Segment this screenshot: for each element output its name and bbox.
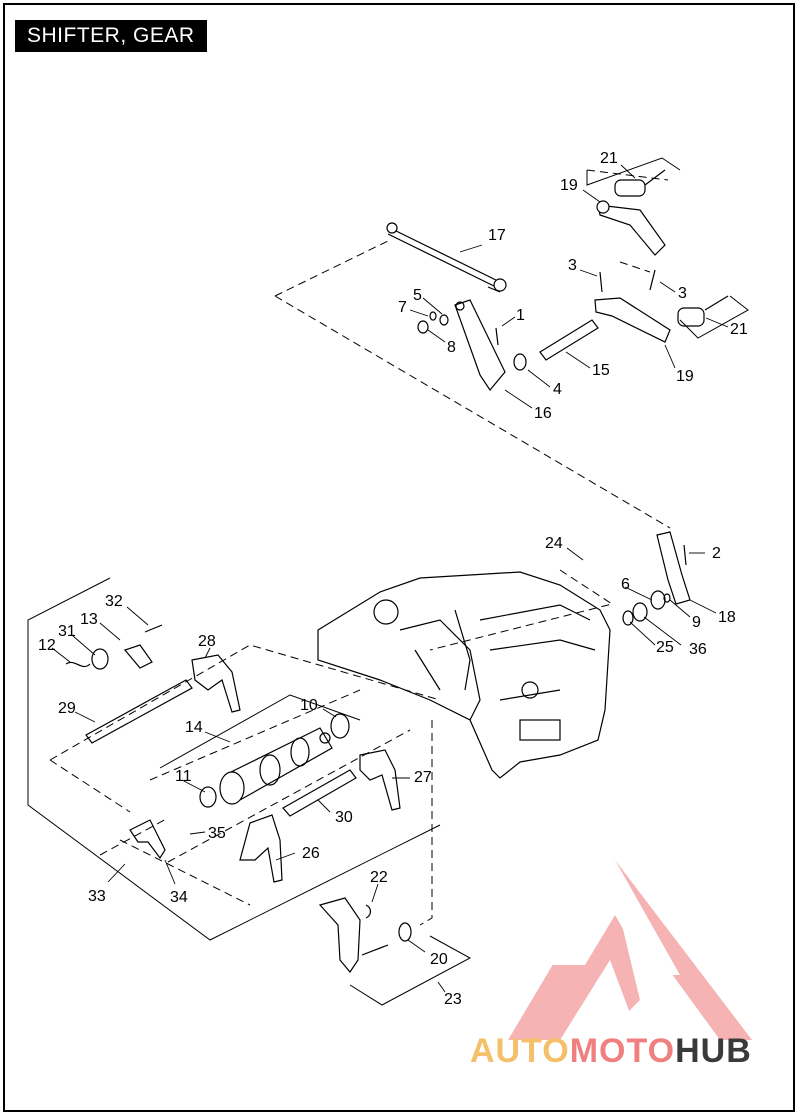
- callout-16: 16: [534, 405, 552, 422]
- watermark-text: AUTOMOTOHUB: [470, 1032, 752, 1071]
- callout-36: 36: [689, 641, 707, 658]
- callout-28: 28: [198, 633, 216, 650]
- callout-9: 9: [692, 614, 701, 631]
- shift-lever-rear: [454, 299, 506, 392]
- shift-fork-26: [239, 814, 283, 883]
- callout-29: 29: [58, 700, 76, 717]
- callout-14: 14: [185, 719, 203, 736]
- retaining-rings: [199, 713, 350, 808]
- shift-pawl-assembly: [318, 897, 412, 974]
- callout-19a: 19: [560, 177, 578, 194]
- callout-21a: 21: [600, 150, 618, 167]
- page-title: SHIFTER, GEAR: [15, 20, 207, 52]
- washers-upper: [417, 311, 449, 334]
- shift-peg-arm-lower: [594, 297, 671, 343]
- callout-33: 33: [88, 888, 106, 905]
- callout-24: 24: [545, 535, 563, 552]
- page-frame: [3, 3, 795, 1112]
- watermark-part-hub: HUB: [675, 1032, 752, 1070]
- leader-lines: [51, 164, 729, 993]
- seals-bushings: [622, 590, 671, 626]
- callout-11: 11: [175, 768, 192, 785]
- callout-2: 2: [712, 545, 721, 562]
- callout-22: 22: [370, 869, 388, 886]
- callout-3a: 3: [568, 257, 577, 274]
- shift-peg-rubber: [614, 169, 729, 327]
- fork-rod-29: [85, 679, 193, 744]
- callout-10: 10: [300, 697, 318, 714]
- callout-21b: 21: [730, 321, 748, 338]
- callout-31: 31: [58, 623, 76, 640]
- callout-32: 32: [105, 593, 123, 610]
- callout-5: 5: [413, 287, 422, 304]
- callout-15: 15: [592, 362, 610, 379]
- shift-drum: [219, 727, 333, 805]
- group-brackets: [27, 157, 749, 1006]
- shift-linkage-rod: [386, 222, 507, 292]
- callout-19b: 19: [676, 368, 694, 385]
- callout-34: 34: [170, 889, 188, 906]
- callout-1: 1: [516, 307, 525, 324]
- watermark-part-auto: AUTO: [470, 1032, 570, 1070]
- shift-shaft: [513, 319, 599, 371]
- callout-6: 6: [621, 576, 630, 593]
- fork-rod-30: [282, 769, 357, 817]
- callout-3b: 3: [678, 285, 687, 302]
- bolts-upper: [487, 269, 656, 346]
- callout-8: 8: [447, 339, 456, 356]
- shift-peg-arm-upper: [596, 200, 666, 256]
- shift-fork-27: [359, 749, 401, 811]
- callout-30: 30: [335, 809, 353, 826]
- callout-4: 4: [553, 381, 562, 398]
- drum-detent-arm: [129, 819, 166, 860]
- reference-lines: [49, 169, 671, 926]
- callout-18: 18: [718, 609, 736, 626]
- watermark-part-moto: MOTO: [569, 1032, 676, 1070]
- callout-23: 23: [444, 991, 462, 1008]
- crankcase-housing: [317, 571, 611, 779]
- shift-fork-28: [191, 654, 241, 713]
- watermark-logo: [508, 860, 752, 1040]
- callout-20: 20: [430, 951, 448, 968]
- callout-12: 12: [38, 637, 56, 654]
- callout-13: 13: [80, 611, 98, 628]
- callout-labels: 21 19 17 3 3 5 7 1 8 21 15 19 4 16 24 2 …: [38, 150, 748, 1008]
- callout-26: 26: [302, 845, 320, 862]
- callout-17: 17: [488, 227, 506, 244]
- detent-parts: [65, 624, 163, 670]
- callout-27: 27: [414, 769, 432, 786]
- callout-35: 35: [208, 825, 226, 842]
- callout-25: 25: [656, 639, 674, 656]
- callout-7: 7: [398, 299, 407, 316]
